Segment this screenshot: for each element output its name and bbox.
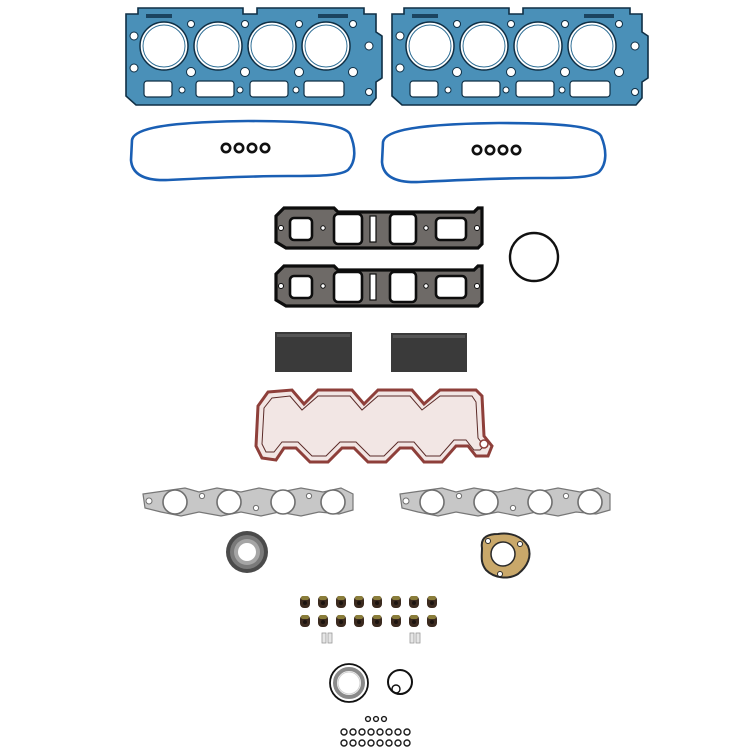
throttle-body-o-ring <box>508 231 560 283</box>
left-foam-pad <box>275 332 352 372</box>
left-valve-cover-seal <box>129 119 356 182</box>
dowel-sleeves <box>321 632 421 644</box>
right-exhaust-manifold-gasket <box>399 487 611 517</box>
valve-stem-seals <box>300 596 437 627</box>
right-valve-cover-seal <box>380 121 607 184</box>
large-seal-ring <box>329 663 369 703</box>
seal-ring <box>226 531 268 573</box>
right-foam-pad <box>391 333 467 372</box>
tiny-o-rings <box>340 715 411 747</box>
right-head-gasket <box>391 7 649 106</box>
lower-intake-manifold-gasket <box>274 264 484 308</box>
valley-cover-gasket <box>254 388 494 464</box>
left-head-gasket <box>125 7 383 106</box>
small-o-ring <box>387 669 413 695</box>
upper-intake-manifold-gasket <box>274 206 484 250</box>
left-exhaust-manifold-gasket <box>142 487 354 517</box>
triangular-flange-gasket <box>480 532 531 579</box>
